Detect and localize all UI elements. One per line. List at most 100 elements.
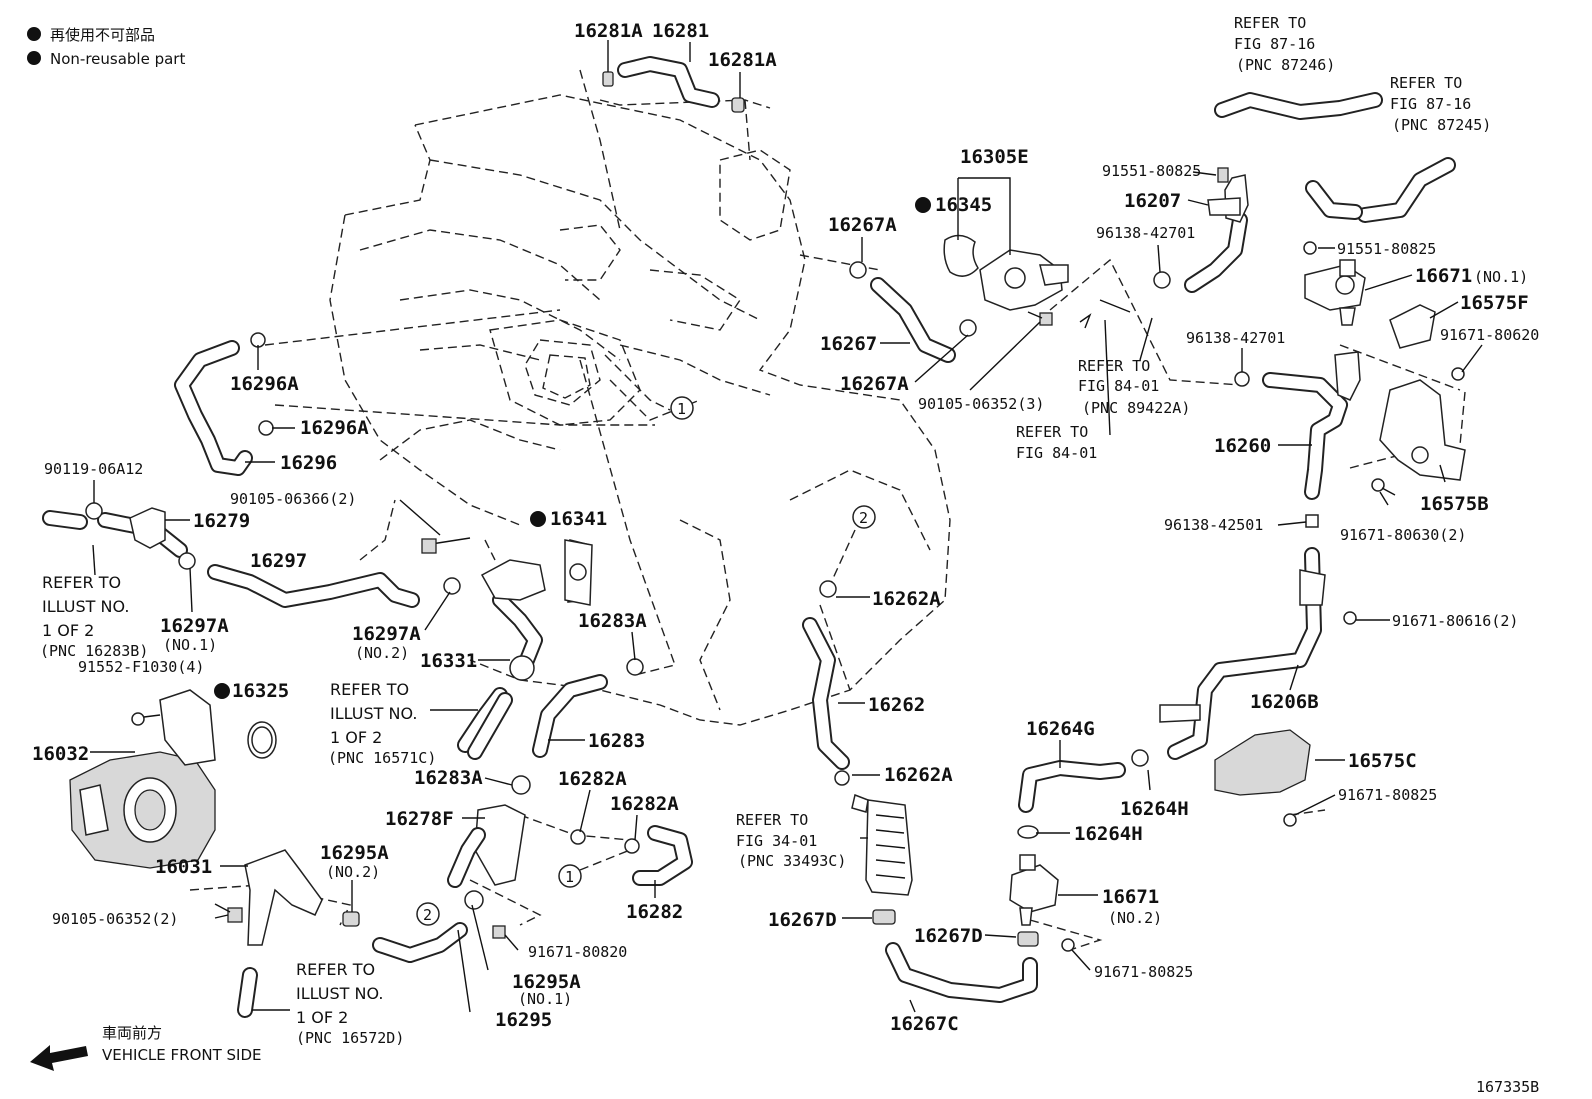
ref-line: FIG 87-16	[1234, 35, 1315, 53]
part-label: 16297	[250, 550, 307, 572]
ref-line: REFER TO	[736, 811, 808, 829]
part-label: 91671-80825	[1094, 963, 1193, 981]
part-label: 91671-80825	[1338, 786, 1437, 804]
part-label: 16260	[1214, 435, 1271, 457]
part-label: 16283	[588, 730, 645, 752]
part-label: 16283A	[414, 767, 483, 789]
qualifier: (NO.1)	[518, 990, 572, 1008]
part-label: 16267D	[914, 925, 983, 947]
ref-line: (PNC 16572D)	[296, 1029, 404, 1047]
fasteners	[85, 71, 1465, 952]
part-label: 90105-06366(2)	[230, 490, 356, 508]
part-label: 16331	[420, 650, 477, 672]
non-reusable-bullet-icon	[530, 511, 546, 527]
major-components	[69, 174, 1466, 946]
part-label: 91552-F1030(4)	[78, 658, 204, 676]
part-label: 91671-80820	[528, 943, 627, 961]
part-label: 91671-80620	[1440, 326, 1539, 344]
engine-outline	[329, 69, 951, 726]
ref-line: (PNC 87246)	[1236, 56, 1335, 74]
part-label: 16267C	[890, 1013, 959, 1035]
svg-text:2: 2	[859, 509, 868, 527]
ref-line: 1 OF 2	[42, 621, 94, 640]
legend-jp: 再使用不可部品	[50, 26, 155, 44]
part-label: 91671-80616(2)	[1392, 612, 1518, 630]
ref-line: ILLUST NO.	[330, 704, 417, 723]
figure-id: 167335B	[1476, 1078, 1539, 1096]
part-label: 16296A	[300, 417, 369, 439]
ref-line: 1 OF 2	[296, 1008, 348, 1027]
ref-line: FIG 84-01	[1078, 377, 1159, 395]
part-label: 16267D	[768, 909, 837, 931]
part-label: 90119-06A12	[44, 460, 143, 478]
ref-line: ILLUST NO.	[42, 597, 129, 616]
direction-en: VEHICLE FRONT SIDE	[102, 1046, 262, 1064]
part-label: 16296	[280, 452, 337, 474]
part-label: 16295A	[320, 842, 389, 864]
ref-line: (PNC 89422A)	[1082, 399, 1190, 417]
legend-en: Non-reusable part	[50, 50, 185, 68]
qualifier: (NO.2)	[355, 644, 409, 662]
part-label: 16575B	[1420, 493, 1489, 515]
ref-line: ILLUST NO.	[296, 984, 383, 1003]
part-label: 16262A	[872, 588, 941, 610]
part-label: 16671	[1102, 886, 1159, 908]
qualifier: (NO.1)	[1474, 268, 1528, 286]
qualifier: (NO.1)	[163, 636, 217, 654]
part-label: 16325	[232, 680, 289, 702]
part-label: 16575F	[1460, 292, 1529, 314]
part-label: 16283A	[578, 610, 647, 632]
ref-line: REFER TO	[1390, 74, 1462, 92]
vehicle-front-indicator: 車両前方 VEHICLE FRONT SIDE	[30, 1024, 262, 1071]
part-label: 16341	[550, 508, 607, 530]
qualifiers: (NO.1) (NO.2) (NO.2) (NO.1) (NO.1) (NO.2…	[163, 268, 1528, 1008]
part-label: 16032	[32, 743, 89, 765]
part-label: 16281A	[574, 20, 643, 42]
part-label: 91551-80825	[1102, 162, 1201, 180]
part-label: 16671	[1415, 265, 1472, 287]
refer-to-notes: REFER TO FIG 87-16 (PNC 87246) REFER TO …	[40, 14, 1491, 1047]
part-label: 16264G	[1026, 718, 1095, 740]
part-label: 16282A	[610, 793, 679, 815]
ref-line: REFER TO	[42, 573, 121, 592]
part-label: 96138-42501	[1164, 516, 1263, 534]
part-label: 16031	[155, 856, 212, 878]
part-label: 16282A	[558, 768, 627, 790]
part-label: 91551-80825	[1337, 240, 1436, 258]
part-label: 16345	[935, 194, 992, 216]
ref-line: FIG 87-16	[1390, 95, 1471, 113]
front-arrow-icon	[30, 1045, 88, 1071]
part-labels: 16281A 16281 16281A 16296A 16296A 16296 …	[32, 20, 1539, 1035]
ref-line: FIG 34-01	[736, 832, 817, 850]
part-label: 90105-06352(2)	[52, 910, 178, 928]
ref-line: REFER TO	[1234, 14, 1306, 32]
ref-line: FIG 84-01	[1016, 444, 1097, 462]
part-label: 16267A	[828, 214, 897, 236]
ref-line: REFER TO	[1016, 423, 1088, 441]
part-label: 16264H	[1120, 798, 1189, 820]
part-label: 16267A	[840, 373, 909, 395]
part-label: 16296A	[230, 373, 299, 395]
part-label: 16295	[495, 1009, 552, 1031]
part-label: 90105-06352(3)	[918, 395, 1044, 413]
non-reusable-bullet-icon	[27, 51, 41, 65]
svg-text:1: 1	[677, 400, 686, 418]
part-label: 16267	[820, 333, 877, 355]
ref-line: REFER TO	[1078, 357, 1150, 375]
part-label: 16206B	[1250, 691, 1319, 713]
part-label: 96138-42701	[1186, 329, 1285, 347]
circle-ref-marks: 1 2 1 2	[416, 396, 876, 926]
non-reusable-bullet-icon	[915, 197, 931, 213]
non-reusable-bullet-icon	[214, 683, 230, 699]
ref-line: REFER TO	[296, 960, 375, 979]
part-label: 16278F	[385, 808, 454, 830]
part-label: 16575C	[1348, 750, 1417, 772]
part-label: 16262	[868, 694, 925, 716]
part-label: 91671-80630(2)	[1340, 526, 1466, 544]
svg-text:1: 1	[565, 868, 574, 886]
part-label: 16305E	[960, 146, 1029, 168]
part-label: 16297A	[160, 615, 229, 637]
direction-jp: 車両前方	[102, 1024, 162, 1042]
part-label: 16295A	[512, 971, 581, 993]
